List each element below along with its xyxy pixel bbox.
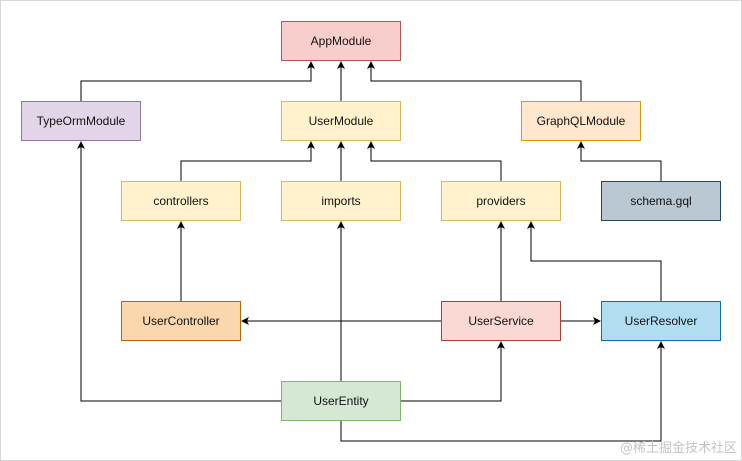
node-imports[interactable]: imports <box>281 181 401 221</box>
node-user-resolver[interactable]: UserResolver <box>601 301 721 341</box>
node-label: UserResolver <box>624 314 698 328</box>
edge-providers-to-usermodule <box>367 141 502 181</box>
edge-userentity-to-userservice <box>401 341 505 402</box>
node-user-entity[interactable]: UserEntity <box>281 381 401 421</box>
node-label: AppModule <box>310 34 372 48</box>
node-label: UserModule <box>308 114 374 128</box>
edge-userentity-to-userresolver <box>340 341 665 442</box>
node-controllers[interactable]: controllers <box>121 181 241 221</box>
node-user-controller[interactable]: UserController <box>121 301 241 341</box>
edge-typeorm-to-app <box>80 61 315 101</box>
node-user-service[interactable]: UserService <box>441 301 561 341</box>
node-graphql-module[interactable]: GraphQLModule <box>521 101 641 141</box>
edge-userresolver-to-providers <box>527 221 662 301</box>
edge-schema-to-graphql <box>577 141 662 181</box>
node-label: providers <box>476 194 526 208</box>
edge-userentity-to-typeorm <box>77 141 281 402</box>
node-app-module[interactable]: AppModule <box>281 21 401 61</box>
edge-controllers-to-usermodule <box>180 141 315 181</box>
node-label: UserService <box>468 314 534 328</box>
edge-graphql-to-app <box>367 61 582 101</box>
watermark-text: @稀土掘金技术社区 <box>619 441 737 456</box>
node-label: schema.gql <box>630 194 692 208</box>
node-label: imports <box>321 194 361 208</box>
node-label: UserController <box>142 314 220 328</box>
node-typeorm-module[interactable]: TypeOrmModule <box>21 101 141 141</box>
node-label: GraphQLModule <box>536 114 626 128</box>
node-label: controllers <box>153 194 209 208</box>
node-label: UserEntity <box>313 394 369 408</box>
node-providers[interactable]: providers <box>441 181 561 221</box>
node-schema-gql[interactable]: schema.gql <box>601 181 721 221</box>
node-user-module[interactable]: UserModule <box>281 101 401 141</box>
node-label: TypeOrmModule <box>36 114 126 128</box>
